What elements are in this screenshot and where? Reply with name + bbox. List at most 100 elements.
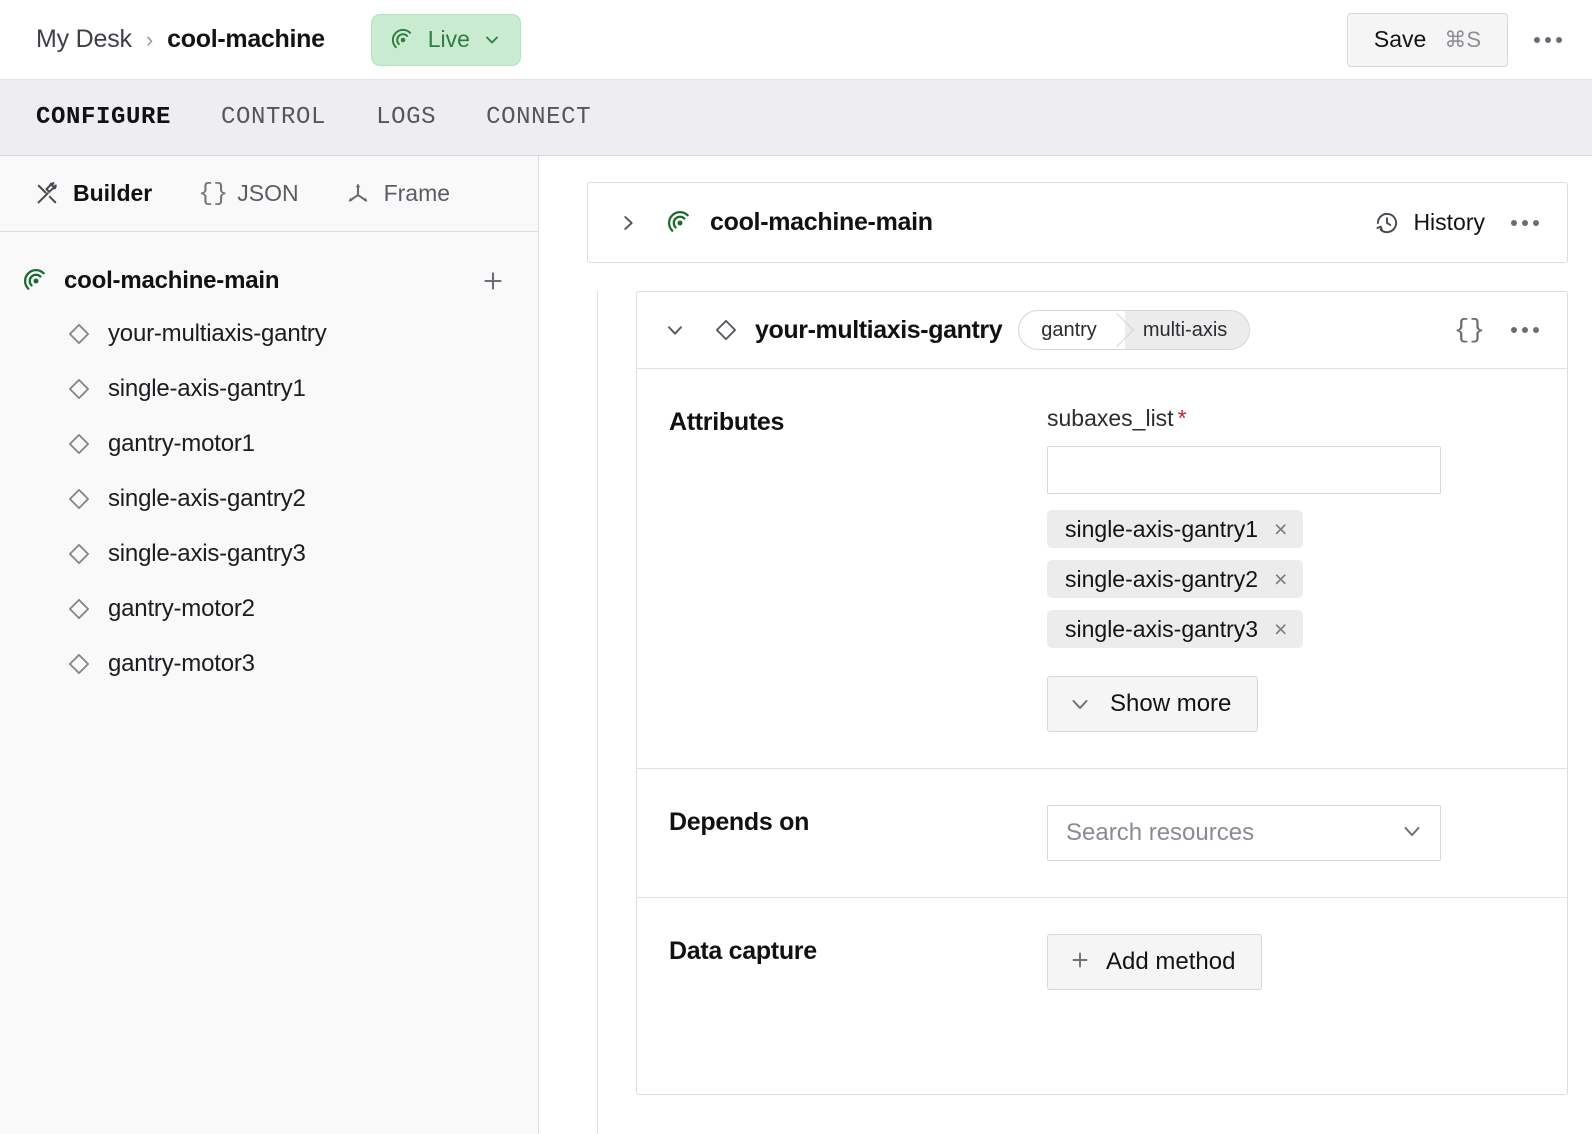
machine-live-icon [24,269,45,290]
expand-machine-chevron-right-icon[interactable] [616,211,640,235]
breadcrumb-my-desk[interactable]: My Desk [36,25,132,53]
collapse-resource-chevron-down-icon[interactable] [663,318,687,342]
subaxes-list-label-text: subaxes_list [1047,405,1174,431]
tab-configure[interactable]: CONFIGURE [36,104,172,131]
machine-live-icon [668,210,689,232]
top-bar: My Desk › cool-machine Live Save ⌘S [0,0,1592,80]
tree-indent-gap [598,291,636,1134]
depends-on-field-group: Search resources [1047,805,1545,861]
add-method-label: Add method [1106,948,1236,975]
primary-tabs: CONFIGURE CONTROL LOGS CONNECT [0,80,1592,156]
chip-label: single-axis-gantry2 [1065,565,1259,592]
chip-single-axis-gantry1[interactable]: single-axis-gantry1 × [1047,510,1304,548]
sidebar-mode-builder[interactable]: Builder [34,180,152,207]
breadcrumb-current-machine: cool-machine [167,25,325,53]
resource-card-more-menu-icon[interactable] [1511,327,1539,333]
sidebar-item-label: gantry-motor2 [108,594,255,622]
resource-card-header: your-multiaxis-gantry gantry multi-axis … [637,292,1567,369]
diamond-icon [68,543,90,564]
chip-remove-icon[interactable]: × [1274,515,1288,542]
subaxes-list-input[interactable] [1047,446,1441,494]
pill-divider-chevron-icon [1111,311,1125,349]
subaxes-list-label: subaxes_list* [1047,405,1545,432]
body-split: Builder {} JSON Frame [0,156,1592,1134]
sidebar-mode-json-label: JSON [237,180,299,206]
save-shortcut-label: ⌘S [1444,26,1481,52]
sidebar-item-gantry-motor2[interactable]: gantry-motor2 [0,581,538,636]
sidebar-item-label: single-axis-gantry2 [108,484,306,512]
tree-root-label: cool-machine-main [64,267,280,294]
add-method-button[interactable]: Add method [1047,934,1263,990]
resource-type-pill: gantry multi-axis [1018,310,1251,350]
diamond-icon [68,323,90,344]
data-capture-section-label: Data capture [669,937,817,965]
chevron-down-icon [1400,819,1424,848]
chip-single-axis-gantry3[interactable]: single-axis-gantry3 × [1047,610,1304,648]
resource-indent-wrapper: your-multiaxis-gantry gantry multi-axis … [587,291,1568,1134]
sidebar-item-gantry-motor3[interactable]: gantry-motor3 [0,636,538,691]
sidebar-mode-switcher: Builder {} JSON Frame [0,156,538,232]
sidebar-item-label: single-axis-gantry3 [108,539,306,567]
sidebar: Builder {} JSON Frame [0,156,539,1134]
chevron-down-icon [486,36,498,43]
diamond-icon [68,488,90,509]
data-capture-field-group: Add method [1047,934,1545,990]
data-capture-row: Data capture Add method [637,898,1567,1094]
resource-json-toggle-icon[interactable]: {} [1453,315,1485,345]
braces-icon: {} [198,178,229,208]
chip-remove-icon[interactable]: × [1274,565,1288,592]
machine-card-title: cool-machine-main [710,208,933,236]
tab-control[interactable]: CONTROL [221,104,327,131]
required-marker: * [1177,405,1187,431]
live-status-dropdown[interactable]: Live [370,13,521,66]
attributes-field-group: subaxes_list* single-axis-gantry1 × sing… [1047,405,1545,732]
sidebar-item-single-axis-gantry3[interactable]: single-axis-gantry3 [0,526,538,581]
machine-card-more-menu-icon[interactable] [1511,219,1539,226]
resource-api-label: gantry [1041,318,1097,341]
topbar-more-menu-icon[interactable] [1534,36,1562,43]
tab-connect[interactable]: CONNECT [486,104,592,131]
chip-single-axis-gantry2[interactable]: single-axis-gantry2 × [1047,560,1304,598]
sidebar-item-label: gantry-motor1 [108,429,255,457]
depends-on-placeholder: Search resources [1066,819,1255,846]
depends-on-section-label: Depends on [669,808,810,836]
breadcrumb: My Desk › cool-machine [36,25,325,54]
machine-live-icon [391,28,411,48]
sidebar-item-label: your-multiaxis-gantry [108,319,327,347]
plus-icon [1068,948,1092,976]
sidebar-mode-builder-label: Builder [73,180,153,206]
save-button[interactable]: Save ⌘S [1346,12,1508,67]
diamond-icon [68,378,90,399]
diamond-icon [68,433,90,454]
sidebar-item-your-multiaxis-gantry[interactable]: your-multiaxis-gantry [0,306,538,361]
history-button[interactable]: History [1374,209,1485,236]
breadcrumb-separator-icon: › [145,26,154,52]
attributes-row: Attributes subaxes_list* single-axis-gan… [637,369,1567,769]
show-more-label: Show more [1110,690,1232,717]
resource-model-label: multi-axis [1124,311,1250,349]
main-panel: cool-machine-main History [539,156,1592,1134]
plus-icon [484,272,502,290]
chip-remove-icon[interactable]: × [1274,615,1288,642]
chevron-right-icon [624,215,633,230]
attributes-section-label: Attributes [669,408,785,436]
subaxes-chip-list: single-axis-gantry1 × single-axis-gantry… [1047,510,1545,648]
chip-label: single-axis-gantry1 [1065,515,1259,542]
sidebar-item-single-axis-gantry1[interactable]: single-axis-gantry1 [0,361,538,416]
sidebar-mode-frame[interactable]: Frame [345,180,450,207]
resource-card-title: your-multiaxis-gantry [755,315,1003,344]
add-resource-button[interactable] [478,266,508,296]
axes-icon [348,183,367,202]
diamond-icon [68,598,90,619]
tree-root-cool-machine-main[interactable]: cool-machine-main [0,256,538,306]
live-status-label: Live [427,26,470,52]
sidebar-mode-json[interactable]: {} JSON [198,180,298,207]
sidebar-item-single-axis-gantry2[interactable]: single-axis-gantry2 [0,471,538,526]
depends-on-row: Depends on Search resources [637,769,1567,898]
tab-logs[interactable]: LOGS [376,104,437,131]
show-more-button[interactable]: Show more [1047,676,1259,732]
history-button-label: History [1413,209,1485,235]
depends-on-search-select[interactable]: Search resources [1047,805,1441,861]
resource-card-your-multiaxis-gantry: your-multiaxis-gantry gantry multi-axis … [636,291,1568,1095]
sidebar-item-gantry-motor1[interactable]: gantry-motor1 [0,416,538,471]
